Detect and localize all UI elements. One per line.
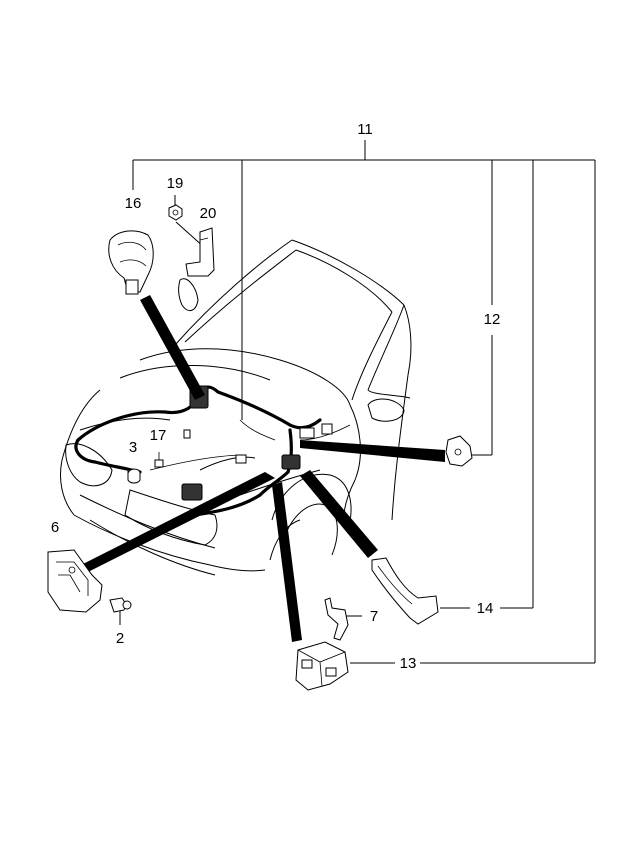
part-3-grommet xyxy=(127,468,141,484)
part-17-bolt xyxy=(154,452,164,468)
part-12-clip xyxy=(445,435,473,467)
callout-labels: 11 12 13 14 16 19 20 3 17 6 2 7 xyxy=(51,121,501,672)
part-19-nut xyxy=(168,204,183,221)
callout-20: 20 xyxy=(200,205,217,222)
part-20-bracket xyxy=(185,227,215,277)
part-14-protector xyxy=(371,557,439,625)
callout-14: 14 xyxy=(477,600,494,617)
callout-17: 17 xyxy=(150,427,167,444)
callout-6: 6 xyxy=(51,519,59,536)
callout-2: 2 xyxy=(116,630,124,647)
part-2-bolt xyxy=(109,597,132,613)
callout-11: 11 xyxy=(357,121,373,138)
part-13-relay-box xyxy=(295,641,349,691)
part-6-bracket xyxy=(47,549,103,613)
callout-13: 13 xyxy=(400,655,417,672)
pointer-wedges xyxy=(75,295,445,642)
car-body xyxy=(60,239,412,576)
part-16-harness-boot xyxy=(108,230,154,295)
callout-7: 7 xyxy=(370,608,378,625)
leader-lines xyxy=(119,140,596,664)
part-7-bracket xyxy=(324,597,349,641)
callout-16: 16 xyxy=(125,195,142,212)
callout-12: 12 xyxy=(484,311,501,328)
callout-19: 19 xyxy=(167,175,184,192)
main-harness xyxy=(74,385,351,517)
callout-3: 3 xyxy=(129,439,137,456)
